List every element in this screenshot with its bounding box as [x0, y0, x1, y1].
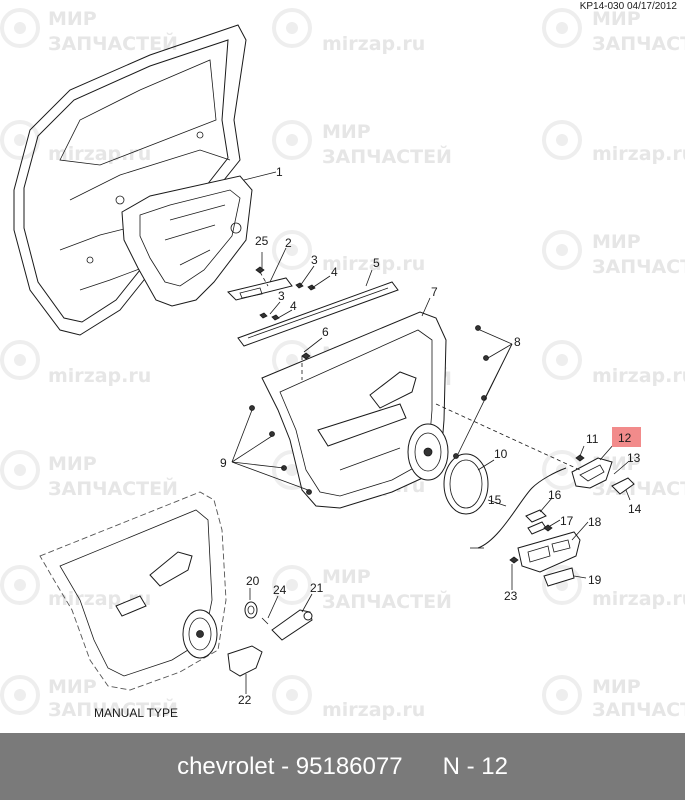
caption-brand: chevrolet: [177, 752, 275, 780]
caption-gap: [403, 753, 443, 781]
callout-23: 23: [504, 589, 518, 603]
watermark-text: ЗАПЧАСТЕЙ: [322, 590, 452, 613]
callout-11: 11: [586, 432, 599, 446]
callout-2: 2: [285, 236, 292, 250]
watermark-text: МИР: [48, 8, 97, 30]
watermark-text: mirzap.ru: [592, 588, 685, 610]
watermark-text: ЗАПЧАСТЕЙ: [322, 145, 452, 168]
watermark-text: ЗАПЧАСТЕЙ: [48, 698, 178, 721]
watermark-logo-icon: [542, 230, 582, 270]
handle-cable-drawing: [470, 467, 567, 549]
watermark-text: МИР: [592, 231, 641, 253]
watermark-text: МИР: [48, 453, 97, 475]
callout-24: 24: [273, 583, 287, 597]
caption-bar: chevrolet - 95186077 N - 12: [0, 733, 685, 800]
watermark-logo-icon: [272, 8, 312, 48]
watermark-logo-icon: [272, 230, 312, 270]
watermark-text: ЗАПЧАСТЕЙ: [592, 32, 685, 55]
callout-20: 20: [246, 574, 260, 588]
callout-9: 9: [220, 456, 227, 470]
door-frame-drawing: [13, 24, 247, 336]
window-crank-parts-drawing: [227, 601, 313, 677]
watermark-logo-icon: [542, 340, 582, 380]
callout-13: 13: [627, 451, 641, 465]
watermark-text: МИР: [592, 676, 641, 698]
door-module-drawing: [121, 175, 253, 307]
callout-15: 15: [488, 493, 502, 507]
watermark-text: mirzap.ru: [592, 143, 685, 165]
belt-molding-drawing: [237, 281, 399, 347]
callout-14: 14: [628, 502, 642, 516]
watermark-logo-icon: [542, 675, 582, 715]
manual-type-label: MANUAL TYPE: [94, 706, 179, 720]
watermark-logo-icon: [0, 120, 40, 160]
door-trim-panel-drawing: [261, 311, 449, 509]
caption-separator: -: [274, 752, 296, 780]
watermark-logo-icon: [542, 8, 582, 48]
watermark-text: МИР: [322, 121, 371, 143]
callout-8: 8: [514, 335, 521, 349]
callout-12: 12: [618, 431, 632, 445]
switch-bezel-drawing: [509, 531, 581, 587]
inside-handle-drawing: [571, 454, 635, 495]
watermark-text: mirzap.ru: [322, 699, 425, 721]
leader-lines: [231, 171, 631, 694]
speaker-grille-ring-drawing: [443, 453, 489, 515]
callout-16: 16: [548, 488, 562, 502]
watermark-text: mirzap.ru: [48, 143, 151, 165]
watermark-text: ЗАПЧАСТЕЙ: [48, 477, 178, 500]
callout-19: 19: [588, 573, 602, 587]
watermark-logo-icon: [272, 675, 312, 715]
callout-18: 18: [588, 515, 602, 529]
callout-5: 5: [373, 256, 380, 270]
callout-labels: 1 2 25 3 4 5 3 4 6 7 8 9 10 11 12 13 14 …: [220, 165, 642, 707]
watermark-logo-icon: [0, 450, 40, 490]
watermark-logo-icon: [272, 120, 312, 160]
callout-10: 10: [494, 447, 508, 461]
watermark-text: МИР: [592, 8, 641, 30]
caption-part-number: 95186077: [295, 752, 403, 780]
callout-17: 17: [560, 514, 574, 528]
watermark-text: mirzap.ru: [592, 365, 685, 387]
callout-7: 7: [431, 285, 438, 299]
watermark-text: МИР: [322, 566, 371, 588]
watermark-text: ЗАПЧАСТЕЙ: [48, 32, 178, 55]
parts-diagram: МИР ЗАПЧАСТЕЙ mirzap.ru МИР ЗАПЧАСТЕЙ mi…: [0, 8, 685, 721]
callout-4: 4: [290, 299, 297, 313]
watermark-text: ЗАПЧАСТЕЙ: [592, 255, 685, 278]
watermark-text: ЗАПЧАСТЕЙ: [592, 477, 685, 500]
callout-21: 21: [310, 581, 324, 595]
diagram-code: KP14-030 04/17/2012: [579, 1, 677, 12]
callout-1: 1: [276, 165, 283, 179]
watermark-text: mirzap.ru: [48, 365, 151, 387]
manual-door-panel-drawing: [39, 491, 227, 691]
callout-22: 22: [238, 693, 252, 707]
watermark-text: ЗАПЧАСТЕЙ: [592, 698, 685, 721]
callout-3: 3: [311, 253, 318, 267]
watermark-logo-icon: [0, 8, 40, 48]
caption-position: N - 12: [442, 752, 508, 780]
fasteners-drawing: [249, 325, 489, 495]
watermark-logo-icon: [0, 340, 40, 380]
watermark-logo-icon: [542, 120, 582, 160]
callout-6: 6: [322, 325, 329, 339]
callout-25: 25: [255, 234, 269, 248]
watermark-logo-icon: [0, 675, 40, 715]
watermark-logo-icon: [0, 565, 40, 605]
watermark-text: МИР: [48, 676, 97, 698]
assembly-lines: [259, 271, 581, 471]
watermark-logo-icon: [272, 565, 312, 605]
highlight-box: [612, 427, 641, 447]
watermark-text: mirzap.ru: [322, 33, 425, 55]
callout-3: 3: [278, 289, 285, 303]
watermark-text: mirzap.ru: [322, 253, 425, 275]
callout-4: 4: [331, 265, 338, 279]
